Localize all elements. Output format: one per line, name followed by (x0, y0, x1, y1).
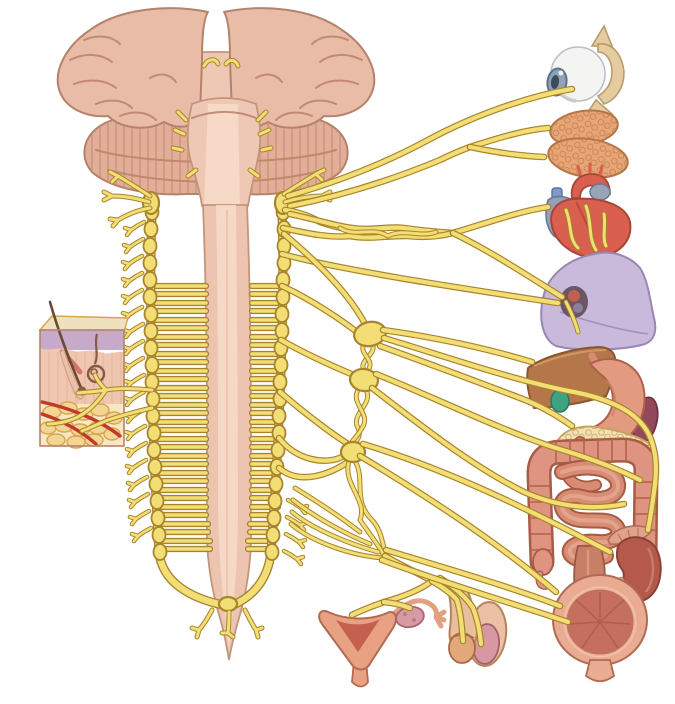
cranial-and-cervical-nerves (284, 85, 576, 210)
lung (540, 251, 657, 351)
bladder-neck (584, 659, 616, 683)
spinal-cord (202, 204, 252, 661)
collateral-ganglia-chain (339, 320, 388, 557)
nerve-to-heart (450, 204, 551, 236)
nerve-to-bladder-3 (379, 557, 571, 625)
right-sympathetic-chain (189, 167, 333, 640)
nerve-to-uterus (349, 599, 387, 618)
nerve-to-intestine-2 (369, 385, 627, 510)
bladder-texture (569, 592, 631, 649)
heart (545, 162, 632, 259)
uterine-cavity (336, 619, 380, 652)
pelvic-nerves (348, 546, 572, 648)
pelvic-splanchnic-fan (288, 485, 387, 561)
brain (56, 7, 376, 207)
hair-follicle (59, 349, 84, 400)
pupil (550, 75, 560, 89)
uterine-tube (387, 598, 447, 629)
nerve-to-ovary (381, 599, 413, 611)
nerve-to-skin-1 (46, 373, 154, 426)
uterus (318, 598, 447, 688)
cutaneous-nerves (45, 372, 155, 434)
ganglion-impar (217, 595, 239, 613)
blood-vessel (40, 412, 98, 446)
nerve-to-bladder-1 (357, 453, 559, 595)
urinary-bladder (552, 574, 648, 683)
nerve-to-lung (450, 230, 565, 300)
nerve-to-penis (429, 578, 466, 644)
small-intestine (553, 459, 627, 569)
nerve-to-pancreas (377, 343, 575, 429)
brainstem (186, 97, 262, 207)
cranial-nerve-stubs (170, 57, 274, 179)
nerve-to-skin-2 (80, 406, 154, 433)
abdominal-nerves (356, 326, 660, 596)
nerve-to-bladder-2 (383, 547, 563, 609)
nerve-to-glands (287, 144, 473, 209)
cerebrum (56, 7, 376, 129)
hair-shaft (48, 300, 84, 392)
lacrimal-gland (549, 109, 619, 147)
salivary-glands (547, 137, 629, 179)
left-sympathetic-chain (101, 169, 228, 610)
cardiac-pulmonary-plexus (278, 203, 581, 335)
rami-left (156, 286, 210, 549)
nerve-to-intestine-1 (373, 371, 643, 483)
eye (546, 24, 625, 115)
nerve-to-eye (285, 86, 575, 199)
pulmonary-trunk (589, 183, 611, 201)
nerve-to-liver (380, 327, 535, 365)
nerve-to-kidney (360, 441, 613, 555)
cecum (532, 548, 554, 576)
nerve-to-stomach-spleen-adrenal (381, 335, 659, 533)
